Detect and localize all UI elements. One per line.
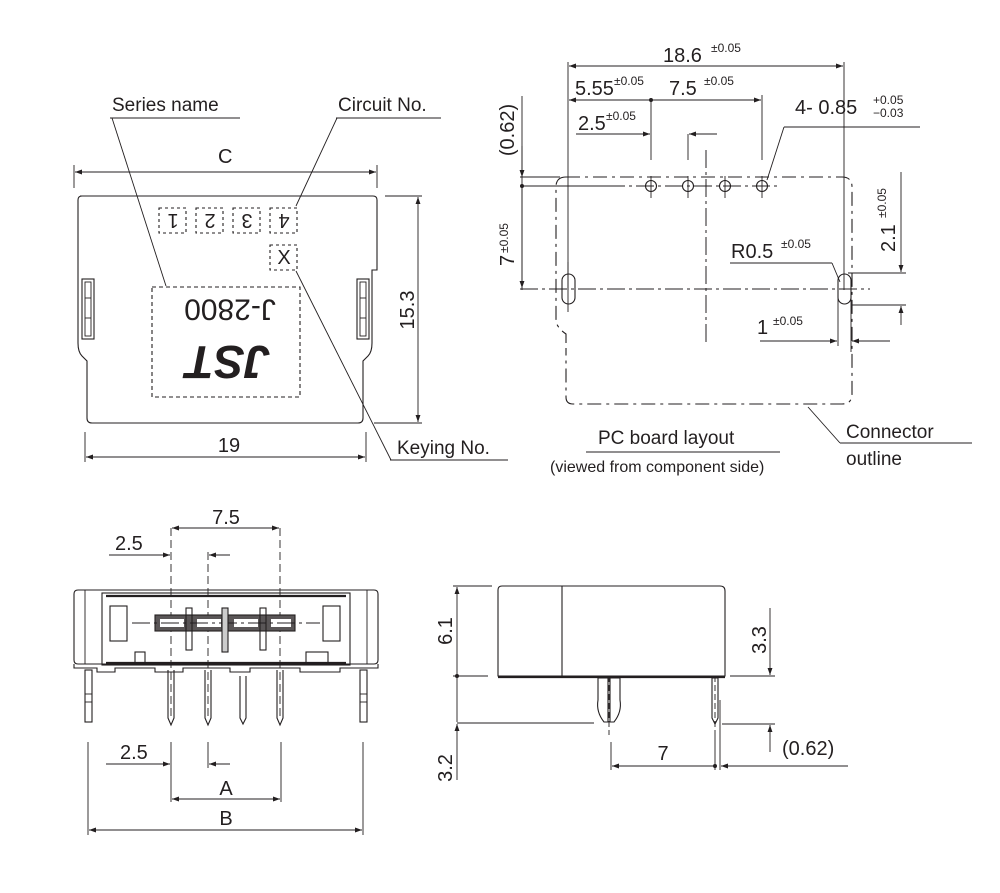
front-dim-span-label: 7.5: [212, 507, 240, 529]
front-housing-outline: [73, 589, 379, 665]
dim-holes-leader: [766, 126, 785, 181]
side-dim-post-label: 3.3: [749, 626, 771, 654]
dim-row-label: 7: [497, 255, 519, 266]
dim-overall-tol: ±0.05: [711, 41, 741, 55]
dim-row-tol: ±0.05: [497, 223, 511, 253]
front-peg-left: [84, 669, 93, 723]
pin-holes: [644, 176, 769, 198]
dim-slot-tol: ±0.05: [875, 188, 889, 218]
side-dim-pin-label: 3.2: [435, 754, 457, 782]
dim-offset-tol: ±0.05: [614, 74, 644, 88]
dim-span-tol: ±0.05: [704, 74, 734, 88]
front-dim-pitch-top-label: 2.5: [115, 533, 143, 555]
front-left-window: [109, 605, 128, 642]
side-view: 6.1 3.2 3.3 7 (0.62): [435, 585, 848, 782]
right-latch: [356, 278, 370, 340]
contact-2: [197, 619, 221, 627]
dim-holes-tol-plus: +0.05: [873, 93, 904, 107]
pcb-layout-subtitle: (viewed from component side): [550, 459, 764, 476]
pcb-connector-outline: [565, 176, 853, 405]
front-dim-b-label: B: [219, 808, 232, 830]
front-right-window: [322, 605, 341, 642]
side-dim-pin-distance-label: 7: [657, 743, 668, 765]
front-dim-a-label: A: [219, 778, 233, 800]
dim-radius-leader: [831, 262, 841, 283]
dim-edge-label: (0.62): [497, 104, 519, 156]
dim-overall-label: 18.6: [663, 45, 702, 67]
dim-slot-label: 2.1: [878, 224, 900, 252]
front-pin-3: [239, 676, 247, 726]
side-housing-outline: [497, 585, 726, 677]
keying-no-label: Keying No.: [397, 438, 490, 459]
contact-3: [234, 619, 258, 627]
left-latch: [81, 278, 95, 340]
front-bottom-edge: [73, 664, 379, 673]
front-right-foot: [305, 651, 329, 664]
series-text: J-2800: [184, 293, 276, 326]
side-fork-right: [609, 677, 621, 723]
dim-width-label: 19: [218, 435, 240, 457]
connector-outline-leader: [807, 406, 841, 444]
dim-offset-label: 5.55: [575, 78, 614, 100]
circuit-no-label: Circuit No.: [338, 95, 427, 116]
dim-height-label: 15.3: [397, 291, 419, 330]
connector-body-outline: [77, 195, 378, 424]
side-dim-pin-distance-dot: [713, 764, 717, 768]
side-fork-left: [597, 677, 609, 723]
pcb-layout-view: 18.6 ±0.05 5.55 ±0.05 7.5 ±0.05 2.5 ±0.0…: [497, 41, 972, 476]
dim-pitch-label: 2.5: [578, 113, 606, 135]
dim-slot-width-label: 1: [757, 317, 768, 339]
front-pins: [84, 669, 368, 727]
dim-radius-label: R0.5: [731, 241, 773, 263]
front-pin-2: [204, 670, 212, 727]
circuit-number-boxes: 1 2 3 4: [158, 207, 298, 234]
left-slot: [561, 273, 576, 305]
series-name-label: Series name: [112, 95, 219, 116]
connector-outline-label-2: outline: [846, 449, 902, 470]
circuit-number-3: 3: [241, 209, 252, 231]
dim-slot-width-tol: ±0.05: [773, 314, 803, 328]
front-key-1: [185, 607, 193, 651]
dim-holes-tol-minus: −0.03: [873, 106, 904, 120]
front-pin-1: [167, 670, 175, 727]
dim-pitch-tol: ±0.05: [606, 109, 636, 123]
front-cavity: [101, 592, 351, 666]
pcb-layout-title: PC board layout: [598, 428, 735, 449]
jst-logo: JST: [182, 336, 270, 388]
side-pin: [711, 677, 719, 726]
dim-c-label: C: [218, 146, 232, 168]
circuit-no-leader: [295, 117, 338, 207]
dim-radius-tol: ±0.05: [781, 237, 811, 251]
right-slot: [837, 273, 852, 305]
pcb-connector-outline-left: [555, 176, 567, 350]
circuit-number-4: 4: [278, 209, 289, 231]
side-dim-offset-label: (0.62): [782, 738, 834, 760]
front-dim-pitch-bottom-label: 2.5: [120, 742, 148, 764]
front-view: 7.5 2.5: [73, 507, 379, 835]
circuit-number-1: 1: [167, 209, 178, 231]
connector-outline-label-1: Connector: [846, 422, 934, 443]
keying-box: [269, 244, 298, 271]
side-dim-height-label: 6.1: [435, 617, 457, 645]
side-dim-height-dot: [455, 674, 459, 678]
circuit-number-2: 2: [204, 209, 215, 231]
front-key-3: [259, 607, 267, 651]
keying-no-leader: [295, 270, 392, 461]
front-pin-4: [276, 670, 284, 727]
keying-mark: X: [277, 247, 290, 269]
dim-span-label: 7.5: [669, 78, 697, 100]
front-peg-right: [359, 669, 368, 723]
front-left-foot: [134, 651, 146, 664]
dim-holes-label: 4- 0.85: [795, 97, 857, 119]
series-name-leader: [111, 117, 167, 287]
top-view: Series name Circuit No. C: [73, 95, 508, 462]
series-name-box: [151, 286, 301, 398]
front-key-2: [221, 607, 229, 653]
